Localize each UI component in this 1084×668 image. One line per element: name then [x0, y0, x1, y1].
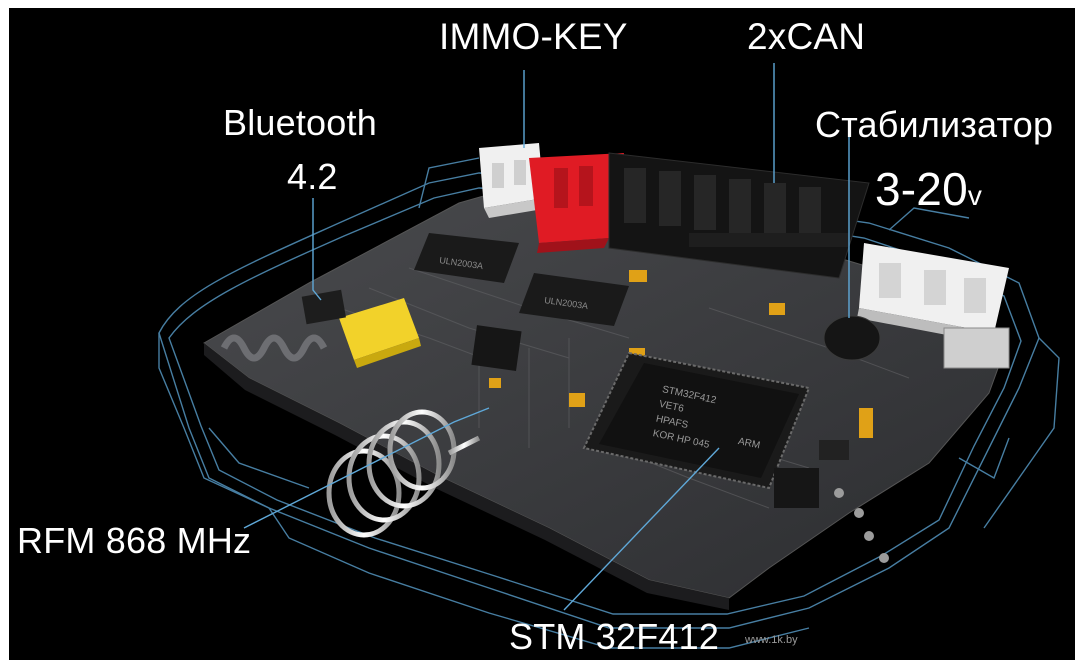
- label-bluetooth: Bluetooth: [223, 102, 377, 143]
- red-connector: [529, 153, 624, 253]
- rf-chip: [471, 325, 522, 372]
- mcu-chip: STM32F412 VET6 HPAFS KOR HP 045 ARM: [582, 351, 811, 490]
- driver-chip-1: ULN2003A: [414, 233, 519, 283]
- watermark: www.1k.by: [745, 634, 798, 646]
- tantalum-capacitor: [339, 298, 421, 368]
- crystal: [819, 440, 849, 460]
- label-rfm: RFM 868 MHz: [17, 520, 252, 561]
- label-can: 2xCAN: [747, 16, 866, 57]
- voltage-unit: v: [967, 180, 983, 211]
- image-stage: ULN2003A ULN2003A STM32F412 VET6 HPAFS K…: [9, 8, 1075, 660]
- small-capacitors: [489, 270, 873, 438]
- bluetooth-chip: [301, 289, 346, 325]
- mcu-brand: ARM: [737, 436, 761, 451]
- immo-key-connector: [479, 143, 549, 218]
- board-pads: [834, 488, 889, 563]
- buzzer: [823, 315, 881, 361]
- secondary-chip: [774, 468, 819, 508]
- driver-chip-2: ULN2003A: [519, 273, 629, 326]
- mcu-marking-2: VET6: [658, 399, 685, 415]
- label-stm: STM 32F412: [509, 616, 720, 657]
- can-connector: [608, 152, 870, 279]
- leader-lines: [243, 63, 850, 611]
- label-voltage: 3-20v: [875, 162, 982, 216]
- label-bluetooth-version: 4.2: [287, 156, 338, 197]
- usb-port: [943, 327, 1010, 369]
- label-immo-key: IMMO-KEY: [439, 16, 628, 57]
- pcb-illustration: ULN2003A ULN2003A STM32F412 VET6 HPAFS K…: [158, 63, 1060, 649]
- housing-wireframe: [158, 157, 1060, 649]
- label-stabilizer: Стабилизатор: [815, 104, 1054, 145]
- pcb-antenna: [220, 334, 328, 362]
- rfm-coil-antenna: [326, 409, 481, 538]
- voltage-value: 3-20: [875, 163, 968, 215]
